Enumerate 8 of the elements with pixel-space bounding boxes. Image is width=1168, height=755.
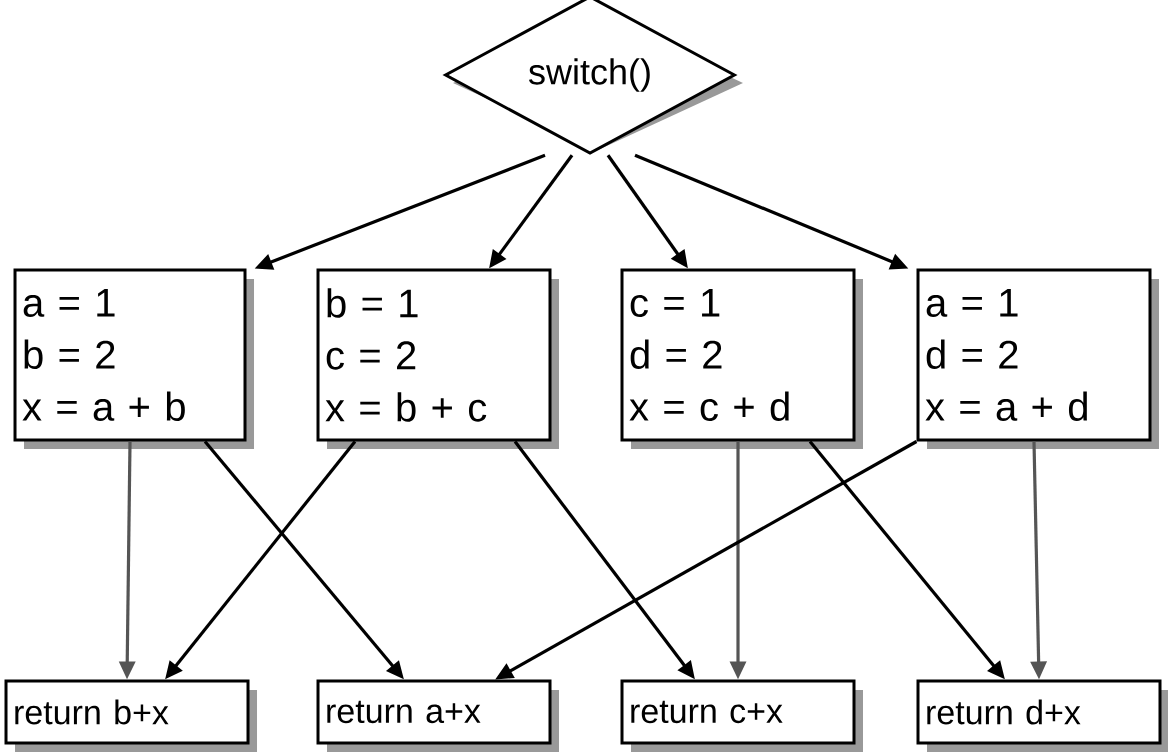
process-box: a = 1 d = 2 x = a + d: [916, 268, 1159, 449]
process-box: b = 1 c = 2 x = b + c: [316, 268, 559, 449]
process-box: a = 1 b = 2 x = a + b: [13, 268, 254, 449]
process-box: c = 1 d = 2 x = c + d: [620, 268, 863, 449]
return-box: return a+x: [316, 679, 559, 752]
return-box: return c+x: [620, 679, 863, 752]
return-box: return b+x: [4, 679, 257, 752]
return-box: return d+x: [916, 679, 1168, 752]
